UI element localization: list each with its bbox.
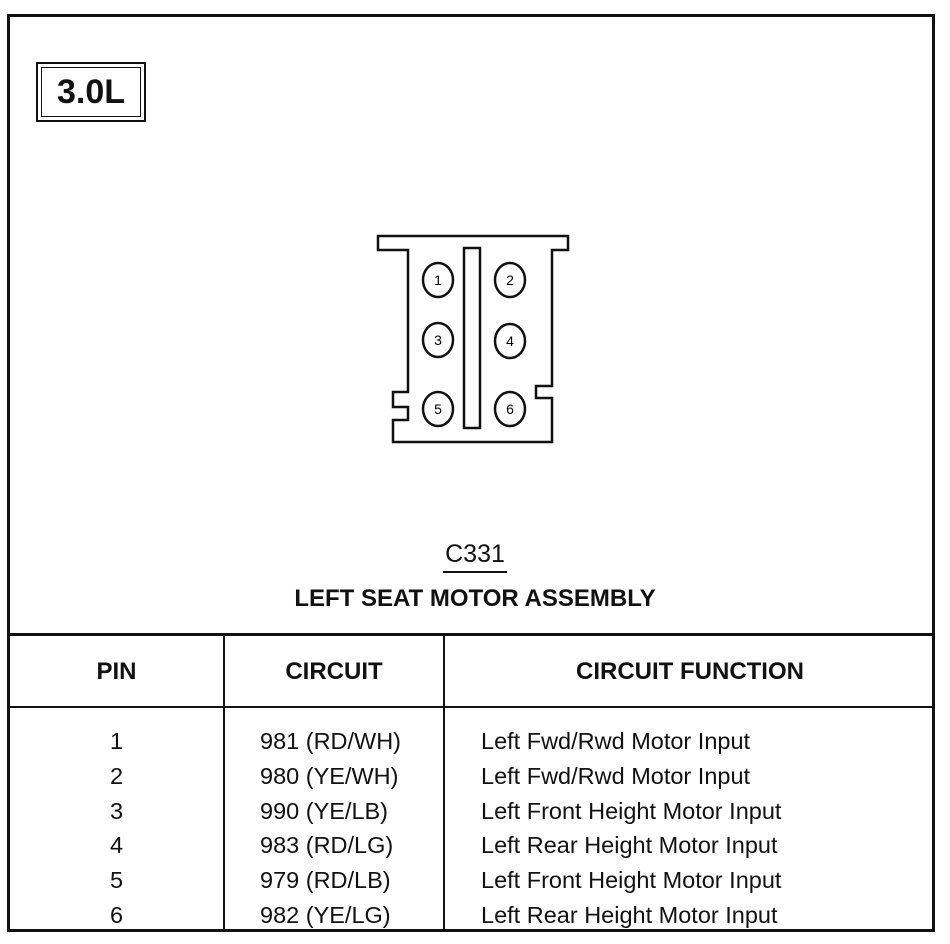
pin-number-label: 1 xyxy=(434,272,442,288)
function-cell: Left Fwd/Rwd Motor Input xyxy=(481,728,751,754)
diagram-frame xyxy=(7,14,935,932)
pin-cell: 3 xyxy=(109,797,124,824)
pin-number-label: 2 xyxy=(506,272,514,288)
connector-face-diagram: 1 2 3 4 5 6 xyxy=(376,234,570,444)
table-body: 1 981 (RD/WH) Left Fwd/Rwd Motor Input 2… xyxy=(8,728,935,937)
function-cell: Left Rear Height Motor Input xyxy=(481,832,778,859)
circuit-cell: 983 (RD/LG) xyxy=(260,832,394,859)
circuit-cell: 979 (RD/LB) xyxy=(260,867,391,894)
table-row: 6 982 (YE/LG) Left Rear Height Motor Inp… xyxy=(8,902,935,937)
connector-id: C331 xyxy=(0,540,950,573)
pin-cavity: 2 xyxy=(493,261,527,299)
engine-label: 3.0L xyxy=(41,67,141,117)
pin-cell: 1 xyxy=(109,728,124,754)
pin-cavity: 6 xyxy=(493,390,527,428)
circuit-cell: 982 (YE/LG) xyxy=(260,901,391,928)
pin-cavity: 3 xyxy=(421,321,455,359)
connector-center-rib xyxy=(462,246,482,430)
connector-title: LEFT SEAT MOTOR ASSEMBLY xyxy=(294,585,656,612)
header-circuit-function: CIRCUIT FUNCTION xyxy=(576,658,804,685)
circuit-cell: 981 (RD/WH) xyxy=(260,728,402,754)
pin-number-label: 5 xyxy=(434,401,442,417)
pin-cell: 5 xyxy=(109,867,124,894)
engine-badge: 3.0L xyxy=(36,62,146,122)
header-rule xyxy=(8,706,935,708)
pin-number-label: 6 xyxy=(506,401,514,417)
table-row: 1 981 (RD/WH) Left Fwd/Rwd Motor Input xyxy=(8,728,935,763)
circuit-cell: 990 (YE/LB) xyxy=(260,797,389,824)
pin-cell: 4 xyxy=(109,832,124,859)
table-divider xyxy=(223,636,225,932)
header-pin: PIN xyxy=(96,658,137,685)
function-cell: Left Front Height Motor Input xyxy=(481,797,782,824)
function-cell: Left Front Height Motor Input xyxy=(481,867,782,894)
pin-cell: 2 xyxy=(109,762,124,789)
circuit-cell: 980 (YE/WH) xyxy=(260,762,399,789)
function-cell: Left Fwd/Rwd Motor Input xyxy=(481,762,751,789)
function-cell: Left Rear Height Motor Input xyxy=(481,901,778,928)
table-row: 3 990 (YE/LB) Left Front Height Motor In… xyxy=(8,798,935,833)
pin-cell: 6 xyxy=(109,901,124,928)
pin-cavity: 5 xyxy=(421,390,455,428)
pin-number-label: 3 xyxy=(434,332,442,348)
pin-cavity: 4 xyxy=(493,322,527,360)
table-row: 4 983 (RD/LG) Left Rear Height Motor Inp… xyxy=(8,832,935,867)
pin-table: PIN CIRCUIT CIRCUIT FUNCTION 1 981 (RD/W… xyxy=(8,633,935,932)
table-row: 5 979 (RD/LB) Left Front Height Motor In… xyxy=(8,867,935,902)
pin-cavity: 1 xyxy=(421,261,455,299)
table-row: 2 980 (YE/WH) Left Fwd/Rwd Motor Input xyxy=(8,763,935,798)
table-divider xyxy=(443,636,445,932)
pin-number-label: 4 xyxy=(506,333,514,349)
connector-housing xyxy=(376,234,570,444)
header-circuit: CIRCUIT xyxy=(285,658,383,685)
